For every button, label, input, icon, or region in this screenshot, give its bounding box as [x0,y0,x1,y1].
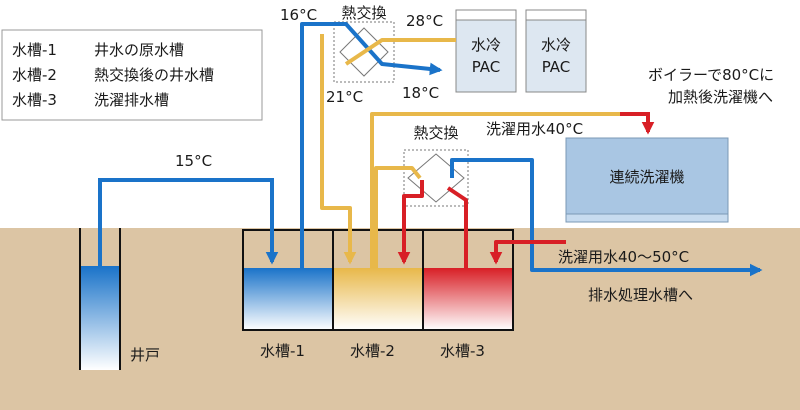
wash-water-40-label: 洗濯用水40°C [486,120,583,138]
boiler-note-line2: 加熱後洗濯機へ [668,88,773,106]
tank-2-water [333,268,423,330]
to-treatment-label: 排水処理水槽へ [588,286,693,304]
pac-2-line2: PAC [542,58,571,76]
pipe-hx2-to-treatment [450,158,763,277]
legend-desc-1: 井水の原水槽 [94,41,184,59]
tank-3-water [423,268,513,330]
pac-unit-2: 水冷 PAC [525,9,587,93]
pipe-tank1-to-hx [300,22,443,268]
legend-key-1: 水槽-1 [12,41,57,59]
pac-1-line1: 水冷 [471,36,501,54]
pipe-tank2-to-hx2 [374,166,422,268]
temp-hx-out-pac: 28°C [406,12,443,30]
legend-key-3: 水槽-3 [12,91,57,109]
boiler-note-line1: ボイラーで80°Cに [648,66,774,84]
pipe-boiler-to-washer [620,112,655,135]
tank-1-label: 水槽-1 [260,342,305,360]
pipe-well-to-tank1 [98,178,279,266]
pac-2-line1: 水冷 [541,36,571,54]
hx-top-label: 熱交換 [341,4,386,22]
tank-1-water [243,268,333,330]
hx-mid-label: 熱交換 [413,124,458,142]
temp-hx-out-tank: 21°C [326,88,363,106]
temp-well-supply: 15°C [175,152,212,170]
pac-1-line2: PAC [472,58,501,76]
tanks: 水槽-1 水槽-2 水槽-3 [242,229,514,360]
temp-pac-return: 18°C [402,84,439,102]
pipe-hx2-to-tank3 [397,180,424,265]
legend-desc-2: 熱交換後の井水槽 [94,66,214,84]
wash-water-40-50-label: 洗濯用水40～50°C [558,248,689,266]
pac-unit-1: 水冷 PAC [455,9,517,93]
temp-hx-in: 16°C [280,6,317,24]
pipe-washer-to-tank3 [489,240,566,265]
washer: 連続洗濯機 [565,137,729,223]
washer-label: 連続洗濯機 [609,168,684,186]
pipe-hx-to-pac [344,38,456,66]
tank-3-label: 水槽-3 [440,342,485,360]
legend: 水槽-1 井水の原水槽 水槽-2 熱交換後の井水槽 水槽-3 洗濯排水槽 [1,29,263,121]
pipe-tank3-to-hx2 [446,186,468,268]
tank-2-label: 水槽-2 [350,342,395,360]
well-label: 井戸 [130,346,160,364]
well: 井戸 [79,228,160,370]
legend-key-2: 水槽-2 [12,66,57,84]
pipe-hx-to-tank2 [320,34,357,265]
legend-desc-3: 洗濯排水槽 [94,91,169,109]
